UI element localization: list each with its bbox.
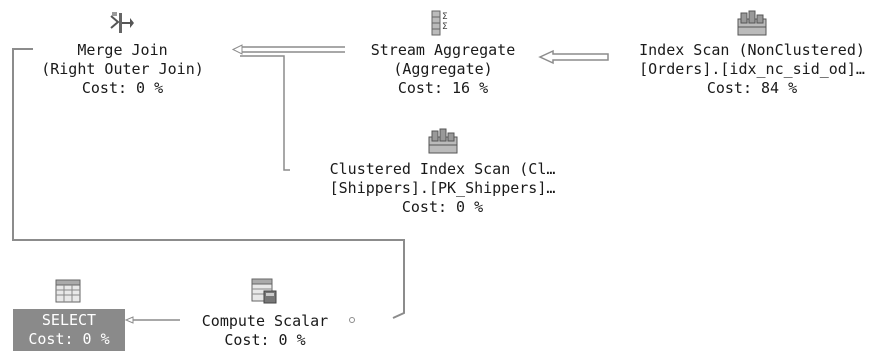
index-scan-object: [Orders].[idx_nc_sid_od]… [639,60,865,78]
svg-text:Σ: Σ [442,22,448,32]
index-scan-cost: Cost: 84 % [706,79,798,97]
compute-scalar-icon [250,277,278,309]
merge-join-subtitle: (Right Outer Join) [41,60,204,78]
stream-aggregate-node[interactable]: Stream Aggregate (Aggregate) Cost: 16 % [348,41,538,98]
select-cost: Cost: 0 % [28,330,110,348]
merge-join-node[interactable]: Merge Join (Right Outer Join) Cost: 0 % [20,41,225,98]
merge-join-title: Merge Join [77,41,168,59]
stream-aggregate-title: Stream Aggregate [370,41,516,59]
index-scan-icon [736,9,768,41]
svg-text:Σ: Σ [442,12,448,22]
index-scan-node[interactable]: Index Scan (NonClustered) [Orders].[idx_… [612,41,892,98]
wire-indexscan-to-aggregate [538,49,609,65]
merge-join-cost: Cost: 0 % [81,79,164,97]
clustered-index-scan-cost: Cost: 0 % [401,198,484,216]
select-title: SELECT [41,311,97,329]
stream-aggregate-icon: Σ Σ [430,9,456,41]
merge-join-icon [108,10,134,40]
clustered-index-scan-node[interactable]: Clustered Index Scan (Cl… [Shippers].[PK… [300,160,585,217]
clustered-index-scan-object: [Shippers].[PK_Shippers]… [329,179,556,197]
clustered-index-scan-icon [427,127,459,159]
clustered-index-scan-title: Clustered Index Scan (Cl… [329,160,556,178]
compute-scalar-cost: Cost: 0 % [224,331,306,349]
wire-clustered-to-merge [240,55,290,171]
wire-merge-to-compute [12,48,405,319]
stream-aggregate-cost: Cost: 16 % [397,79,489,97]
select-node[interactable]: SELECT Cost: 0 % [13,309,125,351]
index-scan-title: Index Scan (NonClustered) [639,41,865,59]
select-icon [54,278,82,308]
stream-aggregate-subtitle: (Aggregate) [393,60,493,78]
compute-scalar-node[interactable]: Compute Scalar Cost: 0 % [180,312,350,350]
compute-scalar-title: Compute Scalar [201,312,329,330]
